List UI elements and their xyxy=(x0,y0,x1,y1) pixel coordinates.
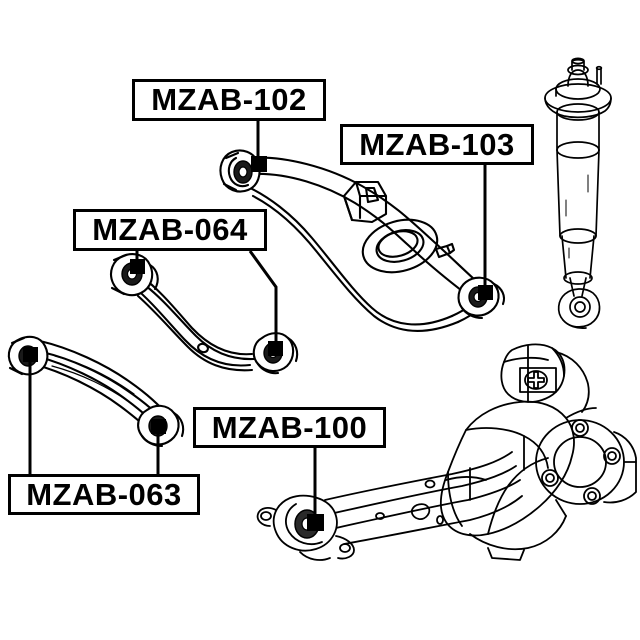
part-label-mzab-103[interactable]: MZAB-103 xyxy=(340,124,534,165)
callout-marker-mzab-063-b xyxy=(151,419,166,434)
callout-marker-mzab-100 xyxy=(307,514,324,531)
part-label-text: MZAB-102 xyxy=(151,82,307,117)
part-label-text: MZAB-103 xyxy=(359,126,515,162)
callout-marker-mzab-063-a xyxy=(23,347,38,362)
part-label-mzab-063[interactable]: MZAB-063 xyxy=(8,474,200,515)
part-label-text: MZAB-100 xyxy=(211,409,368,445)
shock-absorber xyxy=(544,57,612,330)
callout-marker-mzab-064-b xyxy=(268,341,283,356)
part-label-mzab-100[interactable]: MZAB-100 xyxy=(193,407,386,448)
part-label-mzab-064[interactable]: MZAB-064 xyxy=(73,209,267,251)
callout-marker-mzab-102 xyxy=(251,156,267,172)
part-label-text: MZAB-064 xyxy=(92,212,248,247)
leader-mzab-064-b xyxy=(248,250,278,350)
callout-marker-mzab-103 xyxy=(478,285,493,300)
callout-marker-mzab-064-a xyxy=(130,259,145,274)
part-label-mzab-102[interactable]: MZAB-102 xyxy=(132,79,326,121)
part-label-text: MZAB-063 xyxy=(26,476,182,512)
callout-markers xyxy=(23,156,493,531)
